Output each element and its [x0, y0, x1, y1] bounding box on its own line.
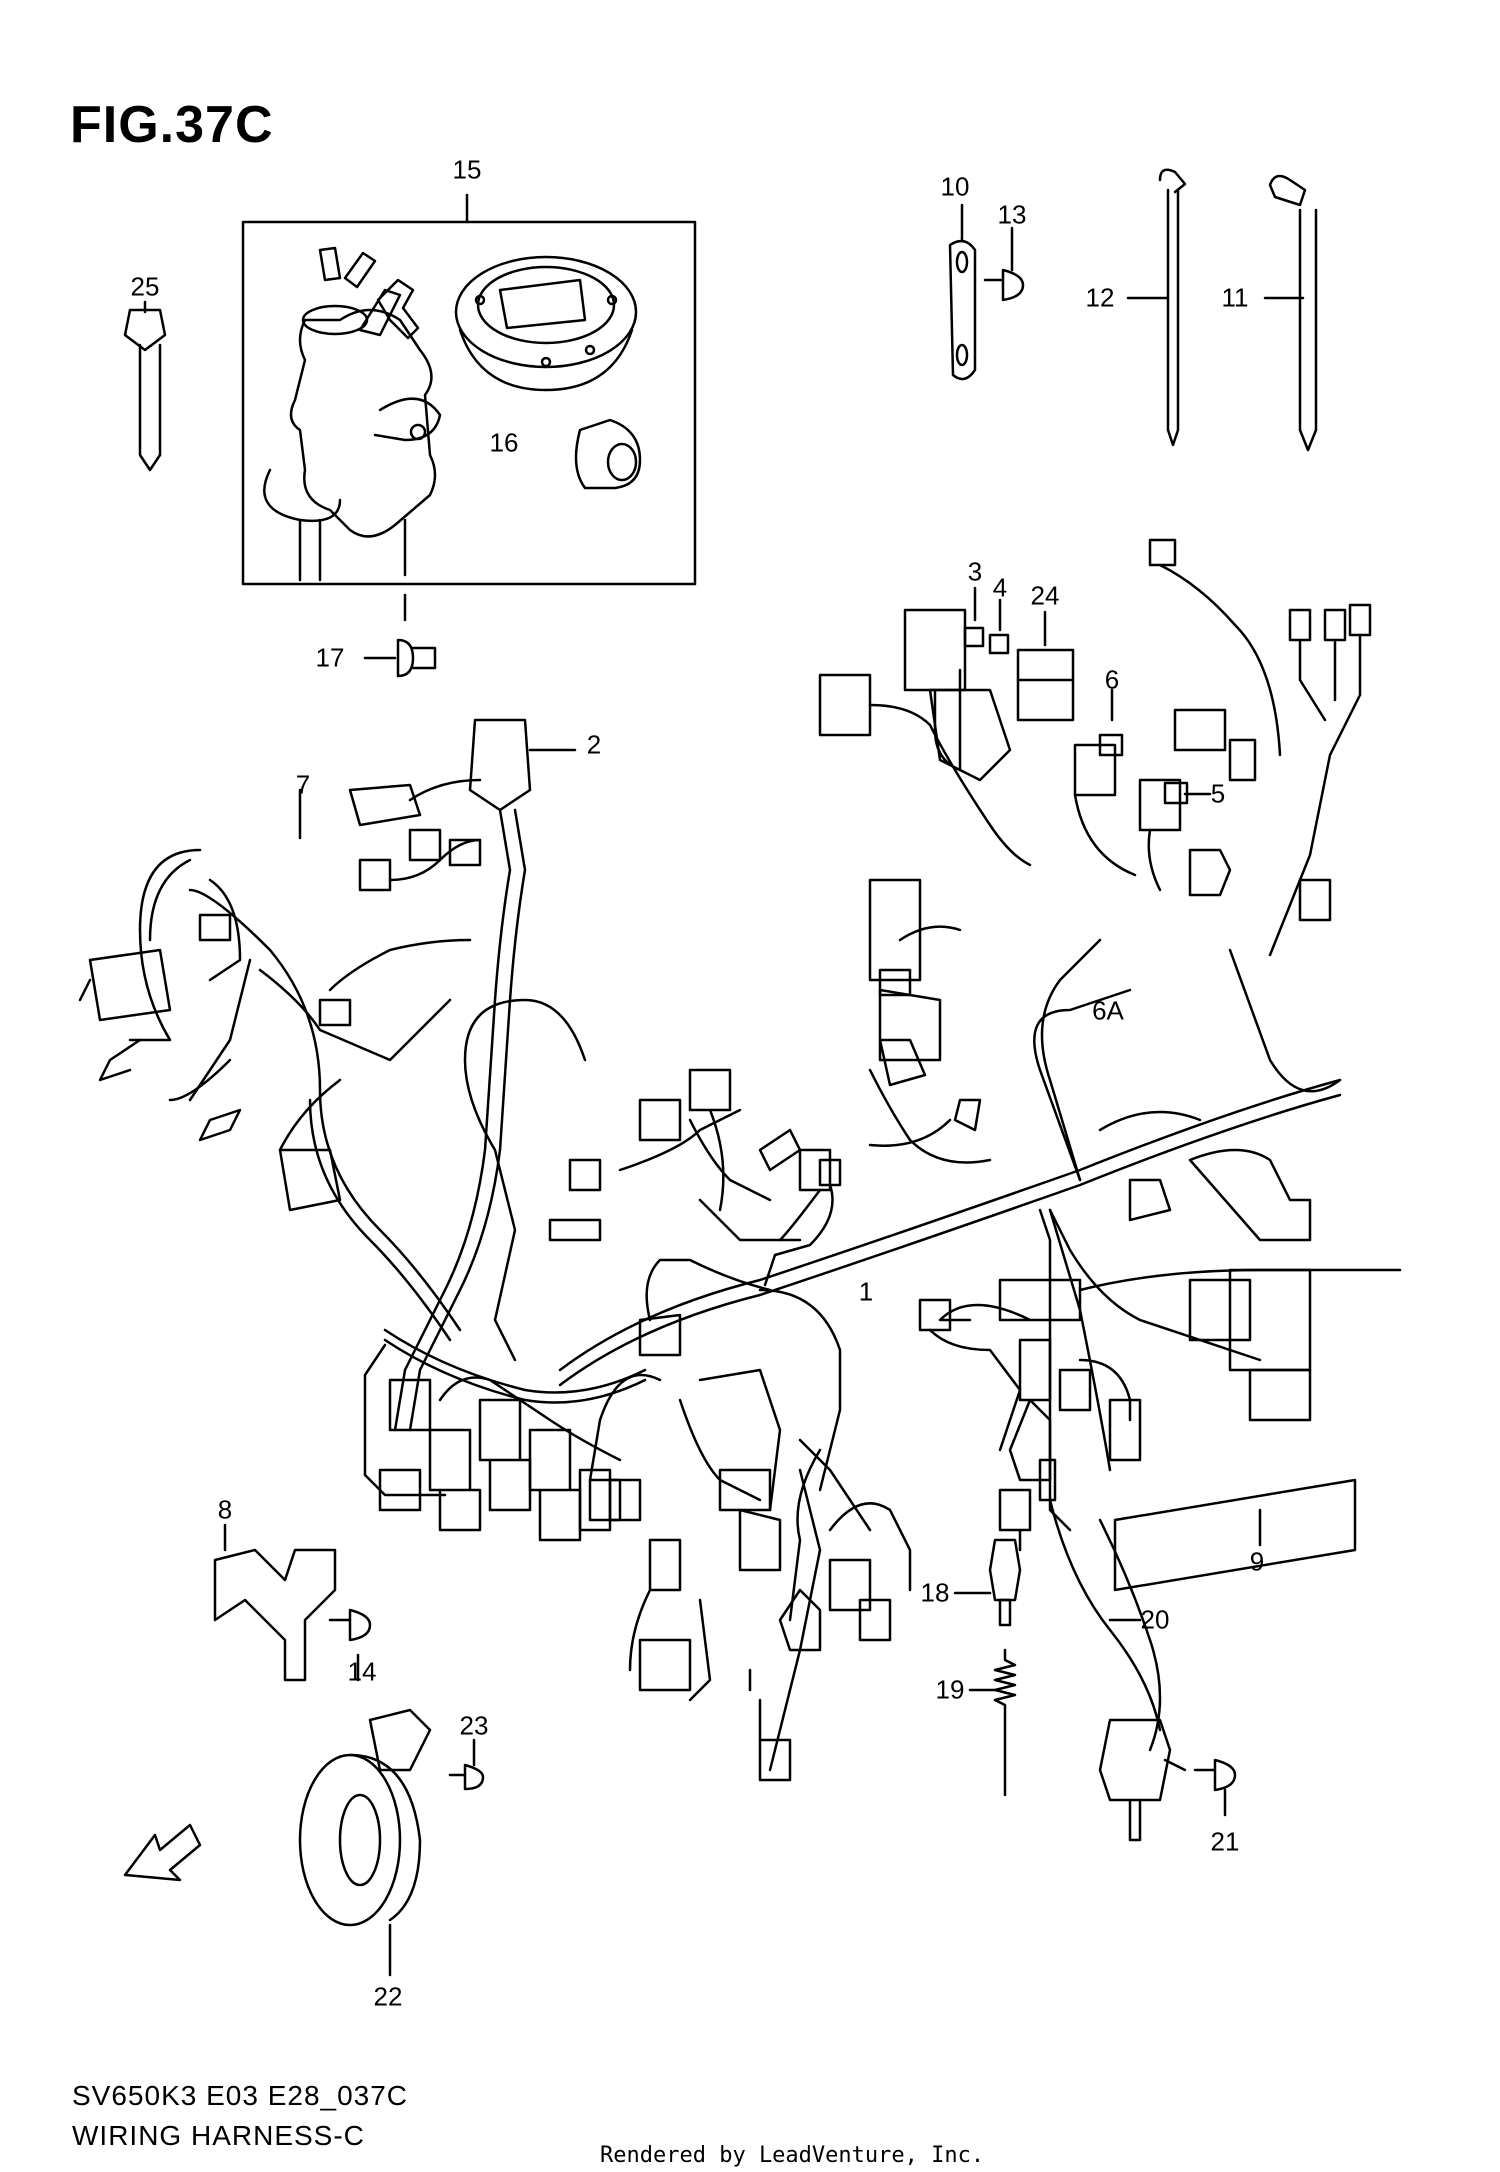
callout-11: 11	[1221, 282, 1249, 313]
cable-tie-12	[1126, 168, 1187, 447]
switch-20	[1098, 1718, 1187, 1842]
screw-13	[983, 226, 1025, 302]
lock-cylinder	[574, 418, 642, 490]
fuel-cap	[454, 255, 638, 392]
figure-title: FIG.37C	[70, 96, 274, 154]
callout-16: 16	[489, 427, 519, 458]
callout-20: 20	[1140, 1604, 1170, 1635]
fwd-arrow-icon	[123, 1823, 202, 1882]
harness-7	[78, 778, 482, 1342]
screw-23	[448, 1738, 485, 1791]
spring-19	[968, 1648, 1017, 1797]
main-harness	[463, 878, 1402, 1782]
ignition-set-box	[241, 193, 697, 586]
sensor-18	[953, 1538, 1022, 1627]
fuse-box	[818, 538, 1372, 957]
callout-9: 9	[1249, 1546, 1265, 1577]
fuse-5	[1163, 781, 1212, 805]
fuse-3	[963, 586, 985, 648]
relay-24	[1016, 610, 1075, 722]
lead-20	[1098, 1518, 1162, 1752]
cable-tie-11	[1263, 174, 1318, 452]
model-code: SV650K3 E03 E28_037C	[72, 2080, 409, 2111]
callout-19: 19	[935, 1674, 965, 1705]
rendered-by-credit: Rendered by LeadVenture, Inc.	[600, 2143, 985, 2168]
callout-10: 10	[940, 171, 970, 202]
fuse-4	[988, 598, 1010, 655]
harness-2	[363, 718, 647, 1542]
callout-14: 14	[347, 1656, 377, 1687]
figure-name: WIRING HARNESS-C	[72, 2120, 365, 2151]
screw-14	[328, 1608, 372, 1682]
callout-8: 8	[217, 1494, 233, 1525]
callout-13: 13	[997, 199, 1027, 230]
callout-18: 18	[920, 1577, 950, 1608]
bracket-8	[213, 1523, 337, 1682]
callout-23: 23	[459, 1710, 489, 1741]
callout-21: 21	[1210, 1826, 1240, 1857]
clamp-10	[948, 203, 977, 381]
label-plate-9	[1113, 1478, 1357, 1592]
ignition-switch	[263, 246, 442, 622]
callout-17: 17	[315, 642, 345, 673]
callout-1: 1	[858, 1276, 874, 1307]
callout-5: 5	[1210, 778, 1226, 809]
callout-22: 22	[373, 1981, 403, 2012]
callout-12: 12	[1085, 282, 1115, 313]
callout-6: 6	[1104, 664, 1120, 695]
callout-3: 3	[967, 556, 983, 587]
horn	[298, 1708, 432, 1977]
screw-17	[363, 638, 437, 678]
callout-4: 4	[992, 572, 1008, 603]
callout-25: 25	[130, 271, 160, 302]
callout-2: 2	[586, 729, 602, 760]
callout-6a: 6A	[1092, 995, 1124, 1026]
callout-24: 24	[1030, 580, 1060, 611]
key	[123, 300, 167, 472]
screw-21	[1193, 1758, 1237, 1817]
callout-15: 15	[452, 154, 482, 185]
callout-7: 7	[295, 769, 311, 800]
